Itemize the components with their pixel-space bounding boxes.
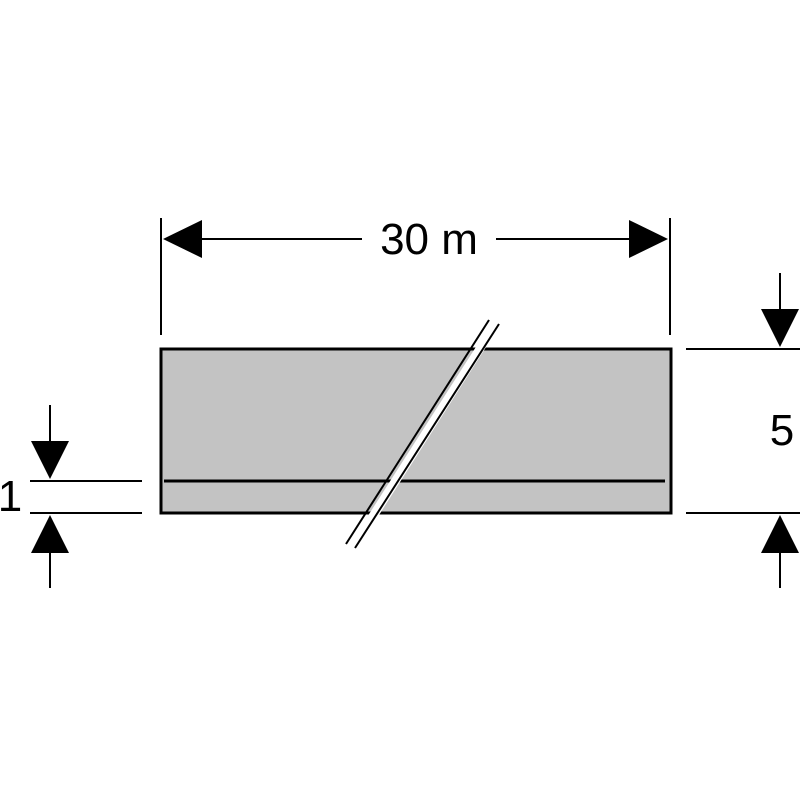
arrowhead-up-icon [31, 515, 69, 553]
arrowhead-down-icon [761, 309, 799, 347]
arrowhead-right-icon [629, 220, 668, 258]
arrowhead-down-icon [31, 441, 69, 479]
arrowhead-up-icon [761, 515, 799, 553]
break-symbol [345, 319, 502, 549]
offset-dimension [30, 405, 142, 588]
arrowhead-left-icon [163, 220, 202, 258]
height-label: 5 [770, 406, 794, 455]
offset-label: 1 [0, 472, 22, 521]
gray-slab [159, 347, 673, 515]
height-dimension [686, 273, 800, 588]
length-label: 30 m [380, 215, 478, 264]
length-dimension [163, 220, 668, 258]
